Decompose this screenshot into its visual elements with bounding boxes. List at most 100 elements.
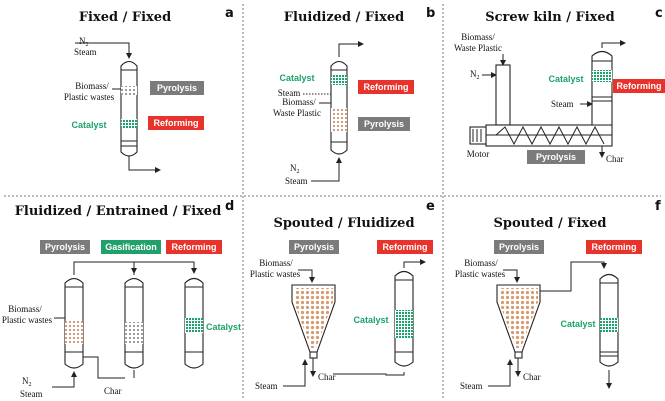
pyrolysis-badge bbox=[289, 240, 339, 254]
pyrolysis-badge bbox=[527, 150, 585, 164]
feed-label-line1: Biomass/ bbox=[461, 32, 495, 42]
feed-label-line2: Waste Plastic bbox=[454, 43, 502, 53]
char-label: Char bbox=[318, 372, 336, 382]
entrained-bed bbox=[125, 322, 143, 344]
char-label: Char bbox=[606, 154, 624, 164]
reforming-badge-text: Reforming bbox=[592, 242, 637, 252]
steam-inlet-line bbox=[75, 42, 132, 59]
feed-label-line1: Biomass/ bbox=[464, 258, 498, 268]
panel-c-title: Screw kiln / Fixed bbox=[485, 10, 615, 25]
reforming-badge bbox=[586, 240, 642, 254]
reforming-badge-text: Reforming bbox=[154, 118, 199, 128]
reforming-badge bbox=[613, 79, 665, 93]
pyrolysis-badge-text: Pyrolysis bbox=[364, 119, 404, 129]
feed-inlet bbox=[503, 269, 520, 283]
steam-inlet bbox=[488, 359, 513, 387]
spouted-vessel bbox=[496, 284, 541, 359]
feed-inlet bbox=[298, 269, 315, 283]
panel-e: Spouted / Fluidized e Pyrolysis Reformin… bbox=[250, 199, 435, 391]
reforming-vessel bbox=[184, 277, 204, 369]
reforming-badge-text: Reforming bbox=[383, 242, 428, 252]
transfer-line bbox=[540, 261, 607, 292]
fluidized-vessel bbox=[394, 270, 414, 367]
panel-b: Fluidized / Fixed b Catalyst Reforming S… bbox=[273, 6, 435, 186]
inlet-line bbox=[311, 157, 342, 182]
feed-label-line2: Plastic wastes bbox=[250, 269, 301, 279]
pyrolysis-badge-text: Pyrolysis bbox=[157, 83, 197, 93]
transfer-line-2 bbox=[133, 261, 197, 275]
pyrolysis-badge bbox=[358, 117, 410, 131]
steam-label: Steam bbox=[74, 47, 97, 57]
feed-label-line1: Biomass/ bbox=[259, 258, 293, 268]
reforming-badge bbox=[148, 116, 204, 130]
motor bbox=[469, 126, 487, 145]
pyrolysis-badge bbox=[150, 81, 204, 95]
catalyst-bed bbox=[600, 318, 618, 332]
pyrolysis-badge bbox=[40, 240, 90, 254]
catalyst-bed bbox=[395, 310, 413, 338]
feedstock-bed bbox=[121, 86, 137, 95]
reactor-vessel bbox=[591, 50, 613, 126]
feed-label-line2: Waste Plastic bbox=[273, 108, 321, 118]
panel-e-letter: e bbox=[426, 199, 435, 214]
panel-b-letter: b bbox=[426, 6, 435, 21]
panel-d-title: Fluidized / Entrained / Fixed bbox=[15, 204, 222, 219]
outlet-line bbox=[128, 156, 161, 173]
feed-label-line1: Biomass/ bbox=[8, 304, 42, 314]
catalyst-label: Catalyst bbox=[206, 322, 241, 332]
n2-label: N2 bbox=[79, 36, 89, 48]
spouted-vessel bbox=[291, 284, 336, 359]
outlet-line bbox=[403, 259, 426, 268]
n2-label: N2 bbox=[290, 163, 300, 175]
screw-conveyor bbox=[495, 125, 605, 146]
feed-label-line2: Plastic wastes bbox=[64, 92, 115, 102]
panel-f: Spouted / Fixed f Pyrolysis Reforming Bi… bbox=[455, 199, 661, 391]
catalyst-label: Catalyst bbox=[560, 319, 595, 329]
spouted-bed bbox=[499, 288, 538, 348]
screw-kiln bbox=[485, 124, 613, 147]
spouted-bed bbox=[294, 288, 333, 348]
catalyst-label: Catalyst bbox=[279, 73, 314, 83]
gasification-badge bbox=[101, 240, 161, 254]
panel-e-title: Spouted / Fluidized bbox=[273, 216, 414, 231]
transfer-line bbox=[333, 372, 405, 376]
steam-label: Steam bbox=[285, 176, 308, 186]
steam-label-top: Steam bbox=[278, 88, 301, 98]
transfer-line-1 bbox=[73, 261, 137, 275]
gasification-badge-text: Gasification bbox=[105, 242, 157, 252]
inlet-line bbox=[52, 371, 77, 388]
steam-label: Steam bbox=[551, 99, 574, 109]
panel-c-letter: c bbox=[655, 6, 663, 21]
panel-a-letter: a bbox=[225, 6, 234, 21]
panel-c: Screw kiln / Fixed c Biomass/ Waste Plas… bbox=[454, 6, 665, 164]
pyrolysis-vessel bbox=[64, 277, 84, 369]
fluidized-bed bbox=[65, 321, 83, 344]
panel-a: Fixed / Fixed a N2 Steam Biomass/ Plasti… bbox=[64, 6, 234, 173]
outlet-line bbox=[601, 40, 626, 48]
n2-label: N2 bbox=[22, 376, 32, 388]
panel-d-letter: d bbox=[225, 199, 234, 214]
catalyst-bed bbox=[185, 318, 203, 333]
catalyst-label: Catalyst bbox=[548, 74, 583, 84]
panel-a-title: Fixed / Fixed bbox=[79, 10, 171, 25]
panel-f-title: Spouted / Fixed bbox=[493, 216, 606, 231]
feed-hopper bbox=[495, 64, 511, 126]
steam-inlet bbox=[283, 359, 308, 387]
reactor-vessel bbox=[120, 60, 138, 157]
pyrolysis-badge-text: Pyrolysis bbox=[294, 242, 334, 252]
reforming-badge-text: Reforming bbox=[364, 82, 409, 92]
catalyst-bed bbox=[592, 70, 612, 82]
gasification-vessel bbox=[124, 277, 144, 369]
catalyst-bed bbox=[121, 119, 137, 128]
fixed-vessel bbox=[599, 273, 619, 367]
reactor-vessel bbox=[330, 60, 348, 155]
panel-b-title: Fluidized / Fixed bbox=[284, 10, 404, 25]
fluidized-bed bbox=[331, 108, 347, 132]
char-label: Char bbox=[104, 386, 122, 396]
feed-label-line1: Biomass/ bbox=[282, 97, 316, 107]
reforming-badge bbox=[358, 80, 414, 94]
pyrolysis-badge-text: Pyrolysis bbox=[45, 242, 85, 252]
reforming-badge bbox=[377, 240, 433, 254]
pyrolysis-badge-text: Pyrolysis bbox=[536, 152, 576, 162]
